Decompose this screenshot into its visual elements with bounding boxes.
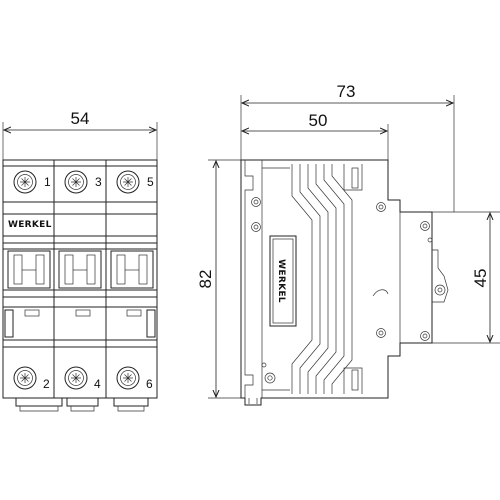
side-label-plate xyxy=(269,235,297,327)
rivets xyxy=(251,197,446,384)
width-dimension: 54 xyxy=(2,109,158,160)
breaker-body-outline xyxy=(2,159,158,399)
front-brand-label: WERKEL xyxy=(8,220,52,230)
terminal-screw-icon xyxy=(116,366,140,390)
terminal-screw-icon xyxy=(64,170,88,194)
terminal-label-4: 4 xyxy=(94,377,101,391)
body-depth-dimension: 50 xyxy=(242,111,389,160)
height-dimension: 82 xyxy=(196,159,245,399)
top-terminal-screws xyxy=(13,170,140,194)
body-depth-label: 50 xyxy=(309,111,328,130)
terminal-screw-icon xyxy=(13,366,37,390)
total-depth-dimension: 73 xyxy=(240,82,455,212)
terminal-screw-icon xyxy=(13,170,37,194)
terminal-label-6: 6 xyxy=(146,377,153,391)
pole-1-handle xyxy=(7,250,51,289)
terminal-label-1: 1 xyxy=(44,175,51,189)
din-clips xyxy=(15,398,149,412)
bottom-terminal-screws xyxy=(13,366,140,390)
front-view: 54 WERKEL xyxy=(2,109,158,412)
terminal-screw-icon xyxy=(116,170,140,194)
terminal-label-3: 3 xyxy=(95,175,102,189)
internal-ribs xyxy=(291,164,353,394)
width-dimension-label: 54 xyxy=(71,109,90,128)
pole-2-handle xyxy=(58,250,102,289)
pole-3-handle xyxy=(110,250,154,289)
terminal-screw-icon xyxy=(64,366,88,390)
total-depth-label: 73 xyxy=(337,82,356,101)
rail-height-dimension: 45 xyxy=(432,211,500,344)
side-view: 73 50 82 45 xyxy=(196,82,500,406)
side-body-outline xyxy=(240,159,433,406)
side-brand-label: WERKEL xyxy=(276,259,286,303)
terminal-label-2: 2 xyxy=(43,377,50,391)
pole-3-indicator xyxy=(126,309,142,317)
terminal-label-5: 5 xyxy=(147,175,154,189)
pole-2-indicator xyxy=(75,309,91,317)
height-label: 82 xyxy=(196,270,215,289)
pole-1-indicator xyxy=(24,309,40,317)
rail-height-label: 45 xyxy=(471,269,490,288)
